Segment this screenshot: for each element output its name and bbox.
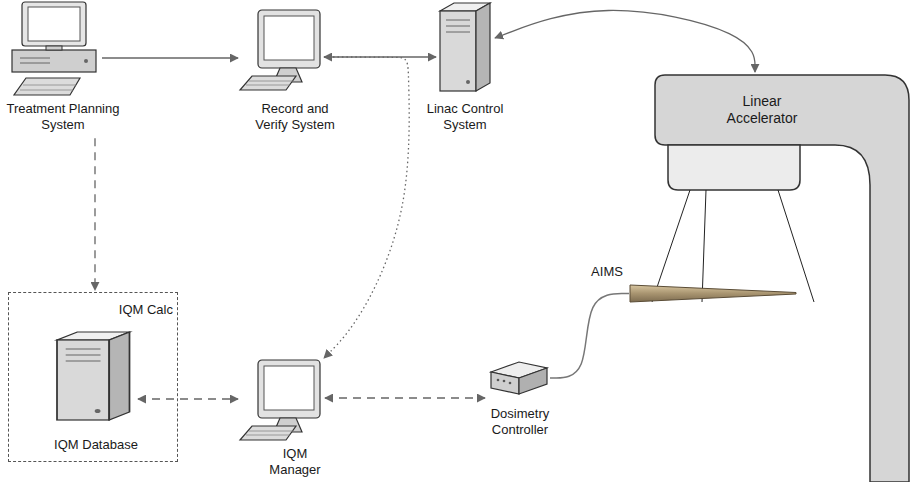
gantry (655, 75, 909, 482)
workstation-monitor (240, 360, 320, 440)
node-label: Record and Verify System (248, 101, 343, 132)
connector (138, 398, 238, 399)
connector (495, 10, 755, 72)
node-label: Linac Control System (420, 101, 510, 132)
controller-device (491, 362, 547, 394)
chamber-device: AIMS (630, 284, 796, 303)
connector (324, 57, 409, 358)
workstation: IQM Manager (240, 360, 322, 442)
node-label: IQM Database (54, 437, 138, 453)
connector (94, 138, 95, 290)
control-server: Linac Control System (438, 2, 492, 92)
dosimetry-device: Dosimetry Controller (488, 360, 548, 396)
connector (550, 294, 629, 379)
server-tower (440, 3, 490, 91)
planning-workstation: Treatment Planning System (5, 2, 100, 97)
node-label: AIMS (591, 264, 623, 280)
connector (324, 56, 436, 57)
node-label: Dosimetry Controller (481, 406, 559, 437)
node-label: Linear Accelerator (712, 93, 812, 127)
accelerator-head: Linear Accelerator (655, 75, 850, 145)
node-label: IQM Calc (119, 302, 173, 318)
beam-lines (652, 190, 814, 302)
connector (102, 57, 238, 58)
workstation-monitor (240, 10, 320, 90)
connector (325, 397, 485, 398)
desktop-computer (12, 2, 96, 95)
database-server: IQM Database (56, 331, 134, 423)
server-tower (57, 332, 130, 420)
aims-chamber (630, 285, 796, 302)
node-label: IQM Manager (260, 446, 330, 477)
group-box: IQM CalcIQM Database (8, 292, 178, 462)
workstation: Record and Verify System (240, 10, 322, 92)
node-label: Treatment Planning System (1, 101, 125, 132)
